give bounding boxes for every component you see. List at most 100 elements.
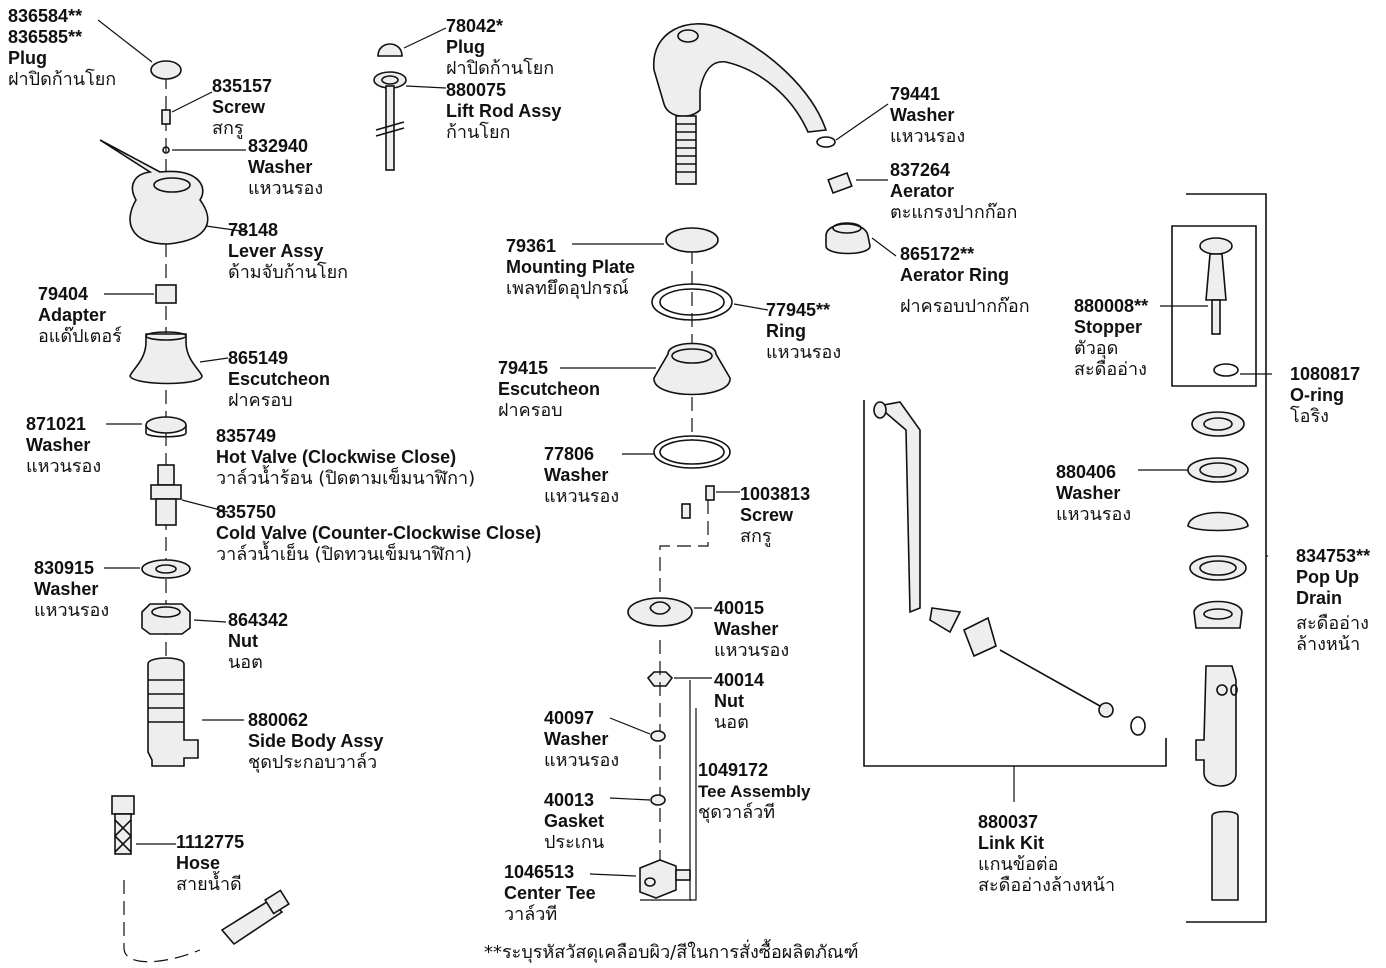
label-hot-valve: 835749 Hot Valve (Clockwise Close) วาล์ว… (216, 426, 475, 489)
label-mounting-plate: 79361 Mounting Plate เพลทยึดอุปกรณ์ (506, 236, 635, 299)
part-name: Escutcheon (228, 369, 331, 389)
part-name-thai: แหวนรอง (248, 178, 324, 199)
part-number: 865149 (228, 348, 289, 368)
part-name-thai: ฝาปิดก้านโยก (8, 69, 117, 90)
part-number: 1112775 (176, 832, 245, 852)
part-name: Aerator (890, 181, 955, 201)
lift-rod-assembly (373, 27, 447, 171)
part-name-thai: สะดืออ่าง (1074, 359, 1147, 380)
part-name: Link Kit (978, 833, 1044, 853)
part-name: Nut (714, 691, 744, 711)
part-number: 864342 (228, 610, 289, 630)
label-aerator: 837264 Aerator ตะแกรงปากก๊อก (890, 160, 1017, 223)
part-number: 880037 (978, 812, 1039, 832)
part-name-thai: ฝาครอบ (498, 400, 563, 421)
part-name: Lever Assy (228, 241, 324, 261)
label-washer-a: 832940 Washer แหวนรอง (248, 136, 323, 199)
center-assembly (560, 227, 769, 901)
part-name-thai: สายน้ำดี (176, 874, 242, 895)
part-name-thai: ฝาปิดก้านโยก (446, 58, 555, 79)
part-name-thai: แหวนรอง (1056, 504, 1132, 525)
part-name: Washer (1056, 483, 1121, 503)
left-assembly (97, 19, 290, 963)
part-name: Gasket (544, 811, 605, 831)
label-plug-b: 78042* Plug ฝาปิดก้านโยก (446, 16, 554, 79)
label-ring: 77945** Ring แหวนรอง (766, 300, 841, 363)
part-number: 880075 (446, 80, 507, 100)
label-screw-a: 835157 Screw สกรู (212, 76, 272, 139)
part-name: Cold Valve (Counter-Clockwise Close) (216, 523, 542, 543)
spout-assembly (653, 23, 897, 257)
part-name-thai: ฝาครอบปากก๊อก (900, 296, 1030, 317)
part-name: Mounting Plate (506, 257, 635, 277)
part-name-thai: วาล์วน้ำร้อน (ปิดตามเข็มนาฬิกา) (216, 468, 476, 489)
part-number: 834753** (1296, 546, 1371, 566)
part-number: 865172** (900, 244, 975, 264)
part-name-thai: สกรู (212, 118, 244, 139)
label-adapter: 79404 Adapter อแด๊ปเตอร์ (38, 284, 122, 347)
label-washer-f: 40097 Washer แหวนรอง (544, 708, 619, 771)
label-oring: 1080817 O-ring โอริง (1290, 364, 1360, 427)
label-center-tee: 1046513 Center Tee วาล์วที (504, 862, 596, 925)
part-name: Aerator Ring (900, 265, 1010, 285)
label-hose: 1112775 Hose สายน้ำดี (176, 832, 244, 895)
part-name: Drain (1296, 588, 1343, 608)
part-name: Adapter (38, 305, 107, 325)
label-washer-b: 871021 Washer แหวนรอง (26, 414, 101, 477)
part-name-thai: แหวนรอง (890, 126, 966, 147)
part-name-thai: ประเกน (544, 832, 605, 853)
part-name: Ring (766, 321, 806, 341)
part-name: Washer (34, 579, 99, 599)
part-number: 40014 (714, 670, 765, 690)
part-name: Nut (228, 631, 258, 651)
part-number: 78148 (228, 220, 279, 240)
part-name-thai: แหวนรอง (544, 750, 620, 771)
label-link-kit: 880037 Link Kit แกนข้อต่อ สะดืออ่างล้างห… (978, 812, 1115, 896)
part-name: Lift Rod Assy (446, 101, 562, 121)
part-name-thai: นอต (714, 712, 749, 733)
label-escutcheon-a: 865149 Escutcheon ฝาครอบ (228, 348, 330, 411)
label-screw-b: 1003813 Screw สกรู (740, 484, 810, 547)
label-popup-drain: 834753** Pop Up Drain สะดืออ่าง ล้างหน้า (1296, 546, 1370, 655)
part-name: Washer (544, 729, 609, 749)
part-name-thai: สะดืออ่าง (1296, 613, 1369, 634)
part-name-thai: วาล์วที (504, 904, 558, 925)
drain-assembly (863, 193, 1272, 923)
part-number: 880406 (1056, 462, 1117, 482)
part-number: 871021 (26, 414, 87, 434)
part-name-thai: นอต (228, 652, 263, 673)
part-name: Screw (740, 505, 794, 525)
finish-code-footnote: **ระบุรหัสวัสดุเคลือบผิว/สีในการสั่งซื้อ… (484, 942, 859, 963)
label-washer-e: 40015 Washer แหวนรอง (714, 598, 789, 661)
label-nut-a: 864342 Nut นอต (228, 610, 288, 673)
label-washer-c: 830915 Washer แหวนรอง (34, 558, 109, 621)
part-name-thai: ตัวอุด (1074, 338, 1119, 359)
part-name: Plug (446, 37, 485, 57)
part-number: 836584** (8, 6, 83, 26)
part-name: Stopper (1074, 317, 1143, 337)
part-name-thai: เพลทยึดอุปกรณ์ (506, 278, 629, 299)
part-name: Screw (212, 97, 266, 117)
part-name-thai: แกนข้อต่อ (978, 854, 1059, 875)
part-number: 40097 (544, 708, 595, 728)
part-name-thai: ล้างหน้า (1296, 634, 1361, 655)
part-name-thai: สะดืออ่างล้างหน้า (978, 875, 1116, 896)
part-number: 837264 (890, 160, 951, 180)
label-lever: 78148 Lever Assy ด้ามจับก้านโยก (228, 220, 348, 283)
part-name: Washer (890, 105, 955, 125)
label-escutcheon-b: 79415 Escutcheon ฝาครอบ (498, 358, 600, 421)
part-name: Plug (8, 48, 47, 68)
part-name: O-ring (1290, 385, 1344, 405)
part-number: 832940 (248, 136, 309, 156)
label-stopper: 880008** Stopper ตัวอุด สะดืออ่าง (1074, 296, 1148, 380)
part-name-thai: แหวนรอง (26, 456, 102, 477)
label-plug-a: 836584** 836585** Plug ฝาปิดก้านโยก (8, 6, 116, 90)
part-name: Hose (176, 853, 221, 873)
part-name: Hot Valve (Clockwise Close) (216, 447, 457, 467)
label-side-body: 880062 Side Body Assy ชุดประกอบวาล์ว (248, 710, 383, 773)
part-number: 835750 (216, 502, 277, 522)
part-number: 1080817 (1290, 364, 1361, 384)
part-number: 880008** (1074, 296, 1149, 316)
part-name-thai: โอริง (1290, 406, 1329, 427)
